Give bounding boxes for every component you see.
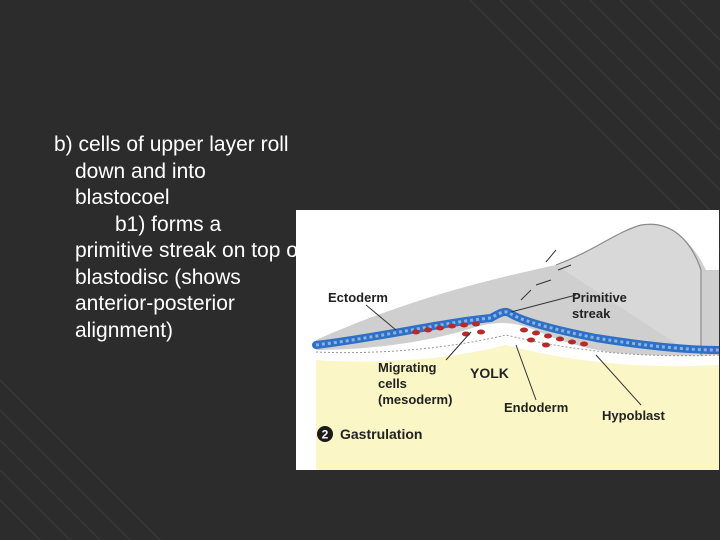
step-number: 2 (322, 428, 329, 442)
figure-caption: Gastrulation (340, 426, 422, 442)
mesoderm-cells (412, 321, 588, 348)
label-primitive-line2: streak (572, 306, 611, 321)
migration-arrows (520, 249, 572, 301)
label-ectoderm: Ectoderm (328, 290, 388, 305)
ectoderm-leader (365, 304, 397, 331)
hypoblast-leader (595, 354, 642, 406)
migrating-leader (445, 331, 472, 361)
label-migrating-line3: (mesoderm) (378, 392, 452, 407)
gastrulation-figure: Ectoderm Primitive streak Migrating cell… (296, 210, 719, 470)
point-b1-text: b1) forms a primitive streak on top of b… (75, 212, 304, 342)
label-migrating-line2: cells (378, 376, 407, 391)
label-migrating-line1: Migrating (378, 360, 437, 375)
label-yolk: YOLK (470, 365, 509, 381)
point-b-text: b) cells of upper layer roll down and in… (54, 133, 289, 209)
yolk-region (316, 345, 719, 470)
label-primitive-line1: Primitive (572, 290, 627, 305)
primitive-streak-leader (510, 294, 577, 313)
step-number-badge (317, 426, 333, 442)
dome-outline (555, 223, 702, 360)
label-hypoblast: Hypoblast (602, 408, 666, 423)
label-endoderm: Endoderm (504, 400, 568, 415)
hypoblast-layer (315, 334, 719, 362)
endoderm-leader (515, 344, 537, 401)
slide-text: b) cells of upper layer roll down and in… (54, 132, 304, 344)
